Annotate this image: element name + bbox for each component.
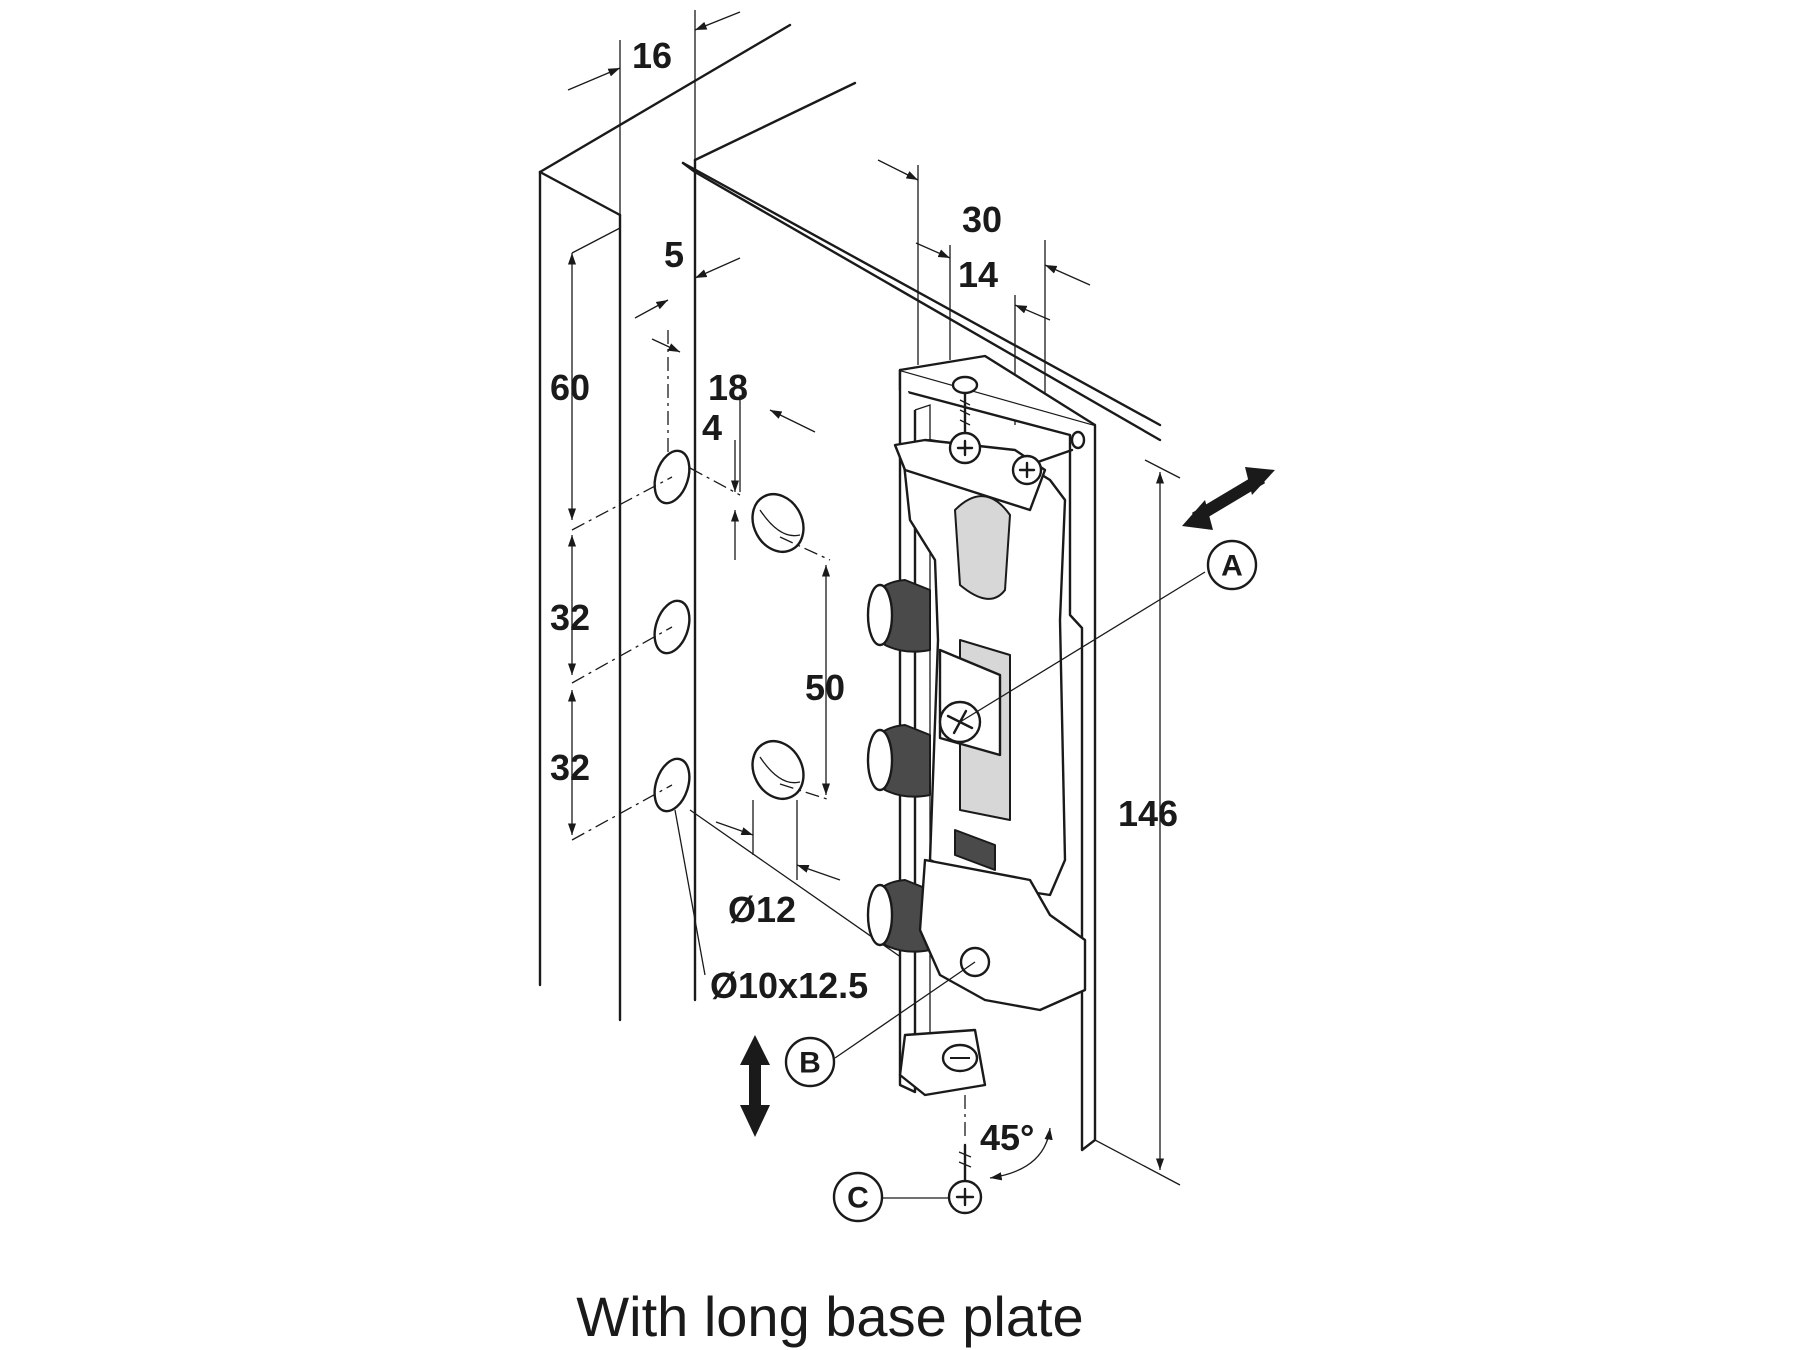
drill-holes <box>653 449 805 813</box>
height-adjust-arrow <box>740 1035 770 1137</box>
dim-45-degrees: 45° <box>980 1117 1034 1158</box>
callout-a: A <box>959 539 1258 723</box>
dim-diameter-10x12-5: Ø10x12.5 <box>710 965 868 1006</box>
callout-b-label: B <box>799 1047 821 1080</box>
lower-clip <box>898 858 1087 1097</box>
callout-a-label: A <box>1221 550 1243 583</box>
angle-arc <box>989 1127 1053 1181</box>
callout-c: C <box>832 1171 949 1223</box>
dim-diameter-12: Ø12 <box>728 889 796 930</box>
dim-14: 14 <box>958 254 998 295</box>
dim-50: 50 <box>805 667 845 708</box>
top-screw <box>948 375 982 465</box>
hinge-arm <box>893 438 1067 897</box>
callout-b: B <box>784 961 976 1088</box>
side-screw <box>1011 448 1074 486</box>
caption: With long base plate <box>576 1285 1083 1348</box>
dim-32-lower: 32 <box>550 747 590 788</box>
dim-30: 30 <box>962 199 1002 240</box>
dim-4: 4 <box>702 407 722 448</box>
callout-c-label: C <box>847 1182 869 1215</box>
cabinet-panel <box>538 23 1162 1022</box>
dimension-lines <box>567 10 1181 1186</box>
hole-inner-top <box>751 493 805 553</box>
dim-60: 60 <box>550 367 590 408</box>
dimension-labels: 16 5 60 18 4 32 32 50 Ø12 Ø10x12.5 30 14… <box>550 35 1178 1158</box>
depth-adjust-arrow <box>1182 467 1275 530</box>
hole-inner-bottom <box>751 740 805 800</box>
dowels <box>866 579 931 953</box>
dim-146: 146 <box>1118 793 1178 834</box>
dim-32-upper: 32 <box>550 597 590 638</box>
bottom-screw-c <box>947 1095 983 1215</box>
dim-16: 16 <box>632 35 672 76</box>
dim-5: 5 <box>664 234 684 275</box>
dim-18: 18 <box>708 367 748 408</box>
